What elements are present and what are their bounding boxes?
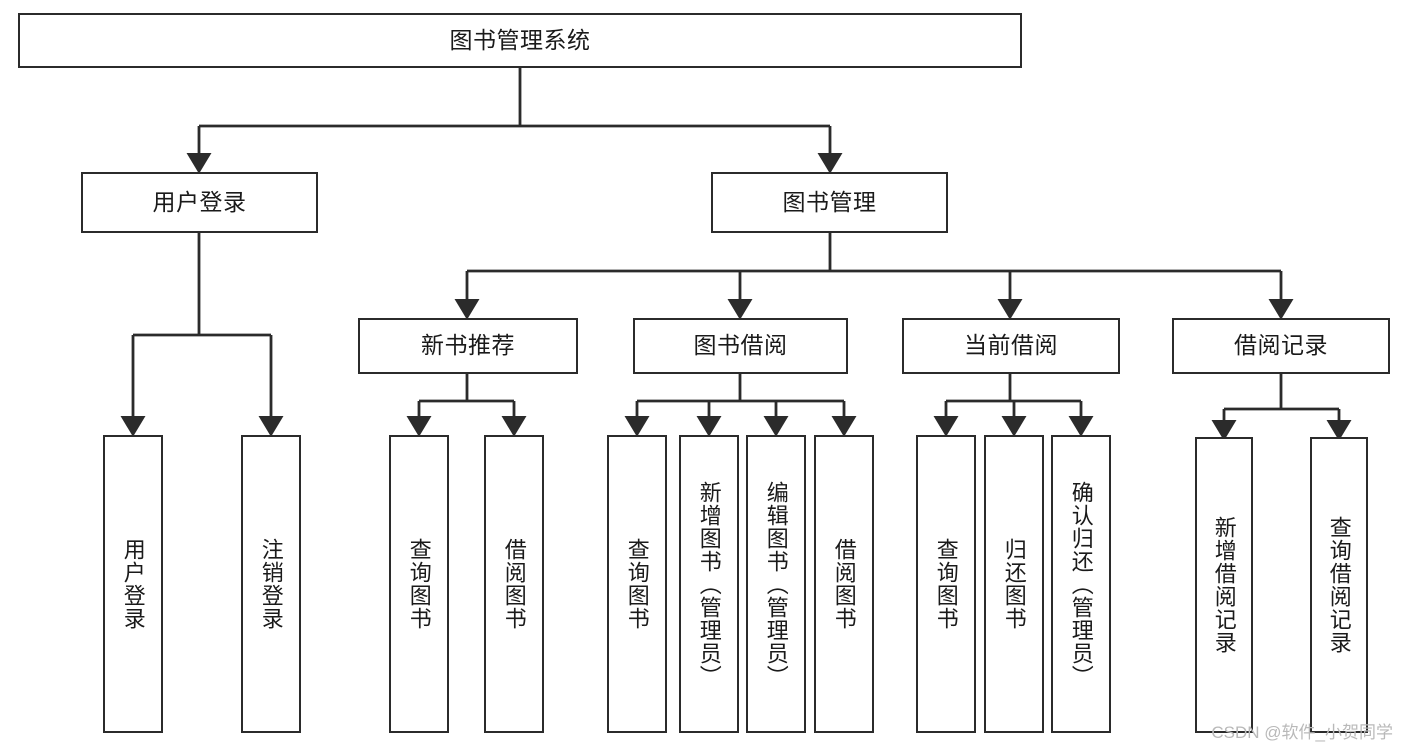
node-label: 新增图书（管理员）	[696, 480, 722, 688]
node-label: 查询借阅记录	[1326, 516, 1352, 654]
node-label: 当前借阅	[964, 332, 1058, 359]
node-label: 图书借阅	[693, 332, 788, 359]
node-label: 图书管理	[782, 188, 877, 215]
leaf-current-borrow-confirm-return[interactable]: 确认归还（管理员）	[1051, 435, 1111, 733]
leaf-borrow-record-query[interactable]: 查询借阅记录	[1310, 437, 1368, 733]
leaf-book-borrow-add[interactable]: 新增图书（管理员）	[679, 435, 739, 733]
node-label: 注销登录	[258, 538, 284, 630]
leaf-new-book-query[interactable]: 查询图书	[389, 435, 449, 733]
leaf-current-borrow-return[interactable]: 归还图书	[984, 435, 1044, 733]
node-book-management[interactable]: 图书管理	[711, 172, 948, 233]
node-borrow-record[interactable]: 借阅记录	[1172, 318, 1390, 374]
edges-newbook-to-leaves	[406, 374, 527, 437]
leaf-book-borrow-borrow[interactable]: 借阅图书	[814, 435, 874, 733]
node-label: 用户登录	[120, 538, 146, 630]
edges-borrowrecord-to-leaves	[1211, 374, 1352, 441]
node-label: 借阅图书	[831, 538, 857, 630]
node-label: 图书管理系统	[449, 26, 591, 53]
node-label: 查询图书	[624, 538, 650, 630]
node-label: 查询图书	[406, 538, 432, 630]
edges-currentborrow-to-leaves	[933, 374, 1094, 437]
node-book-borrow[interactable]: 图书借阅	[633, 318, 848, 374]
leaf-user-login-login[interactable]: 用户登录	[103, 435, 163, 733]
leaf-borrow-record-add[interactable]: 新增借阅记录	[1195, 437, 1253, 733]
node-label: 借阅图书	[501, 538, 527, 630]
node-label: 确认归还（管理员）	[1068, 480, 1094, 688]
node-label: 查询图书	[933, 538, 959, 630]
edges-bookborrow-to-leaves	[624, 374, 857, 437]
node-label: 归还图书	[1001, 538, 1027, 630]
leaf-book-borrow-query[interactable]: 查询图书	[607, 435, 667, 733]
node-user-login[interactable]: 用户登录	[81, 172, 318, 233]
leaf-new-book-borrow[interactable]: 借阅图书	[484, 435, 544, 733]
leaf-current-borrow-query[interactable]: 查询图书	[916, 435, 976, 733]
leaf-user-login-logout[interactable]: 注销登录	[241, 435, 301, 733]
edges-root-to-level2	[186, 68, 843, 174]
node-label: 新书推荐	[421, 332, 515, 359]
node-root-book-management-system[interactable]: 图书管理系统	[18, 13, 1022, 68]
node-label: 借阅记录	[1234, 332, 1328, 359]
watermark-text: CSDN @软件_小贺同学	[1211, 723, 1393, 742]
leaf-book-borrow-edit[interactable]: 编辑图书（管理员）	[746, 435, 806, 733]
node-new-book-recommend[interactable]: 新书推荐	[358, 318, 578, 374]
node-label: 编辑图书（管理员）	[763, 480, 789, 688]
node-label: 用户登录	[152, 188, 247, 215]
node-label: 新增借阅记录	[1211, 516, 1237, 654]
edges-userlogin-to-leaves	[120, 233, 284, 437]
node-current-borrow[interactable]: 当前借阅	[902, 318, 1120, 374]
edges-booksmgmt-to-level3	[454, 233, 1294, 320]
